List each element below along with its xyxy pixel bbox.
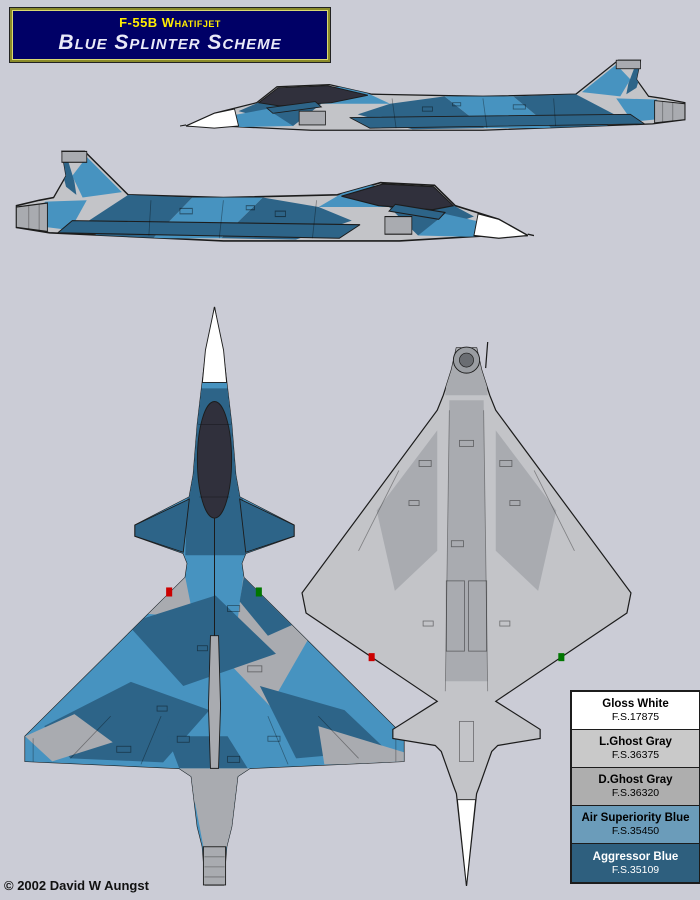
nav-light-red [166, 587, 173, 597]
radome-top [201, 306, 228, 383]
copyright-text: © 2002 David W Aungst [4, 878, 149, 893]
legend-fs-code: F.S.36320 [611, 787, 660, 799]
bottom-plan-view [301, 341, 632, 887]
legend-row-l-ghost-gray: L.Ghost Gray F.S.36375 [572, 730, 699, 768]
legend-row-d-ghost-gray: D.Ghost Gray F.S.36320 [572, 768, 699, 806]
tail-probe [485, 341, 489, 369]
canard-right [239, 498, 295, 553]
nav-light-green-bottom [558, 653, 565, 662]
legend-color-name: Aggressor Blue [592, 850, 679, 863]
color-legend: Gloss White F.S.17875 L.Ghost Gray F.S.3… [570, 690, 700, 884]
radome-bottom [456, 799, 477, 887]
legend-row-gloss-white: Gloss White F.S.17875 [572, 692, 699, 730]
legend-color-name: D.Ghost Gray [598, 774, 673, 786]
title-box: F-55B Whatifjet Blue Splinter Scheme [10, 8, 330, 62]
legend-fs-code: F.S.35109 [611, 863, 660, 876]
legend-color-name: Gloss White [602, 698, 669, 710]
nav-light-red-bottom [368, 653, 375, 662]
legend-row-aggressor-blue: Aggressor Blue F.S.35109 [572, 844, 699, 882]
legend-fs-code: F.S.17875 [611, 711, 660, 723]
canard-left [134, 498, 190, 553]
legend-fs-code: F.S.35450 [611, 825, 660, 837]
legend-row-air-superiority-blue: Air Superiority Blue F.S.35450 [572, 806, 699, 844]
page-title: Blue Splinter Scheme [58, 31, 282, 54]
nozzle-core [459, 352, 474, 368]
exhaust-nozzle-top [202, 846, 227, 886]
title-kicker: F-55B Whatifjet [119, 15, 221, 30]
legend-color-name: Air Superiority Blue [581, 812, 690, 824]
canopy-top [196, 401, 233, 519]
legend-fs-code: F.S.36375 [611, 749, 660, 761]
underside-detail [358, 348, 575, 762]
vertical-fin-top [207, 635, 221, 769]
side-profile-left-view [6, 146, 534, 302]
legend-color-name: L.Ghost Gray [599, 736, 672, 748]
nav-light-green [255, 587, 262, 597]
